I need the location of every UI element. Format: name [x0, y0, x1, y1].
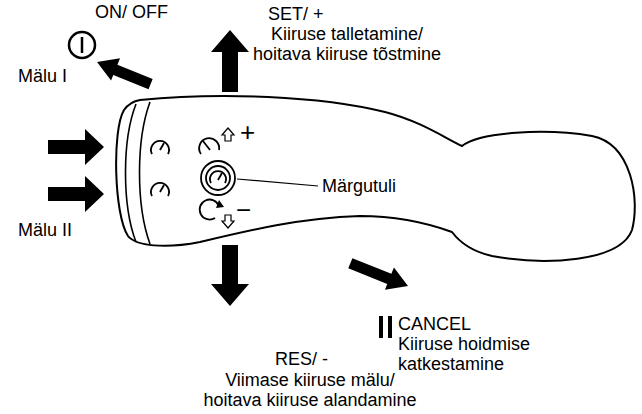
memory-label: Mälu I — [18, 66, 67, 86]
memory-arrow — [48, 129, 104, 165]
button-label: SET/ + — [268, 4, 324, 24]
stalk-end — [140, 102, 151, 244]
memory-arrow — [48, 176, 104, 212]
onoff-arrow — [93, 51, 156, 95]
function-note: Kiiruse talletamine/ hoitava kiiruse tõs… — [247, 24, 447, 64]
cancel-arrow — [346, 252, 412, 297]
stalk-end — [126, 104, 137, 242]
function-note: Kiiruse hoidmise katkestamine — [398, 334, 538, 374]
up-arrow — [211, 30, 249, 92]
power-icon — [69, 32, 95, 58]
button-label: RES/ - — [275, 349, 328, 369]
memory-label: Mälu II — [18, 220, 72, 240]
part-label: Märgutuli — [322, 176, 396, 196]
memory-icon — [151, 141, 169, 196]
leader-line — [237, 179, 318, 186]
resume-icon — [200, 200, 234, 228]
stalk-outline — [116, 96, 635, 261]
button-label: ON/ OFF — [95, 2, 168, 22]
pause-icon — [379, 316, 392, 338]
set-icon — [199, 128, 234, 154]
button-label: CANCEL — [398, 314, 471, 334]
down-arrow — [211, 245, 249, 306]
plus-sign: + — [240, 118, 255, 146]
function-note: Viimase kiiruse mälu/ hoitava kiiruse al… — [199, 370, 421, 410]
indicator-lamp — [201, 161, 235, 195]
minus-sign: − — [236, 196, 251, 224]
